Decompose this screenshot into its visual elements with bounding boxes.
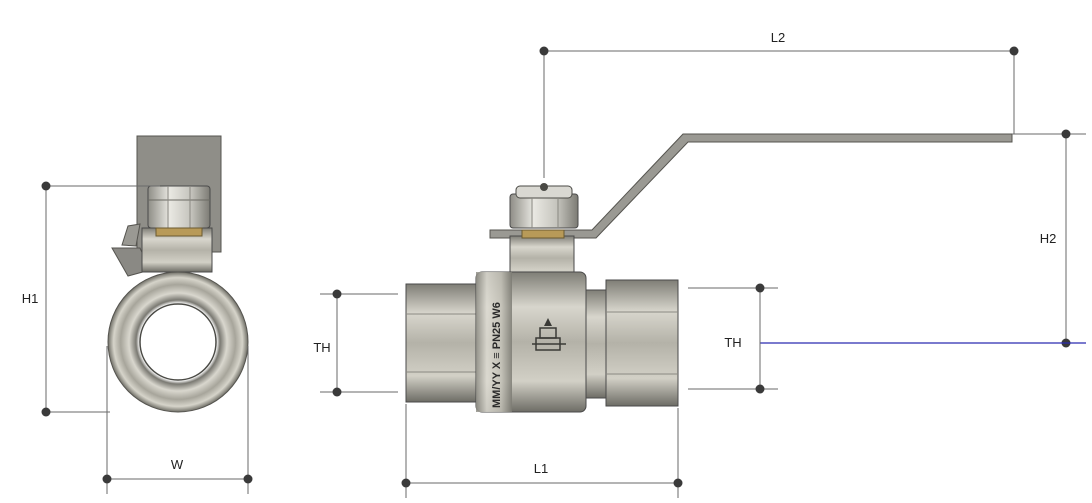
left-hex-end (405, 283, 477, 403)
th-left-label: TH (313, 340, 330, 355)
dimensions (41, 46, 1086, 498)
gas-symbol-icon (532, 318, 566, 351)
body-markings: MM/YY X ≡ PN25 W6 (491, 302, 503, 408)
h2-label: H2 (1040, 231, 1057, 246)
hex-nut (147, 185, 211, 229)
h1-label: H1 (22, 291, 39, 306)
front-view: MM/YY X ≡ PN25 W6 (405, 133, 1013, 413)
right-hex-end (605, 279, 679, 407)
w-label: W (171, 457, 184, 472)
side-view (107, 135, 249, 413)
hex-nut (509, 193, 579, 229)
l1-label: L1 (534, 461, 548, 476)
th-right-label: TH (724, 335, 741, 350)
brass-washer (155, 227, 203, 237)
bore (139, 303, 217, 381)
l2-label: L2 (771, 30, 785, 45)
